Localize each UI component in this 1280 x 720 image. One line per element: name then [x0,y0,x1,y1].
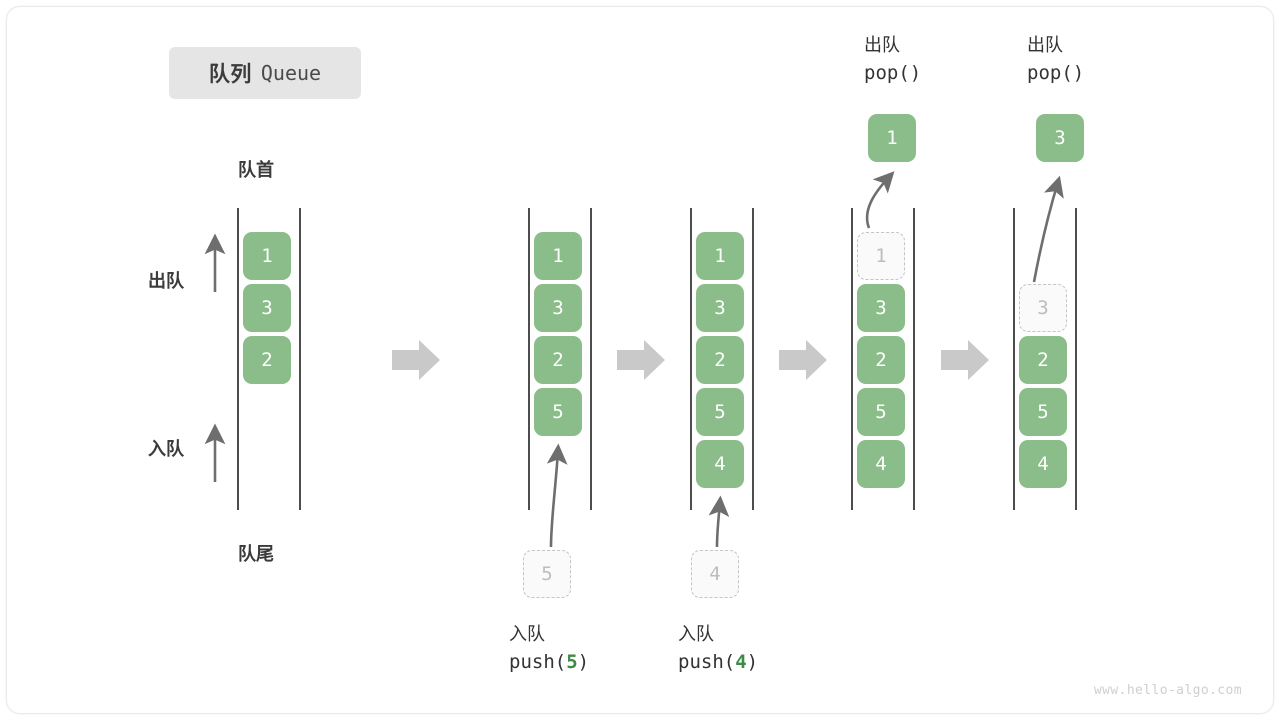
canvas-frame [6,6,1274,714]
popped-cell: 1 [868,114,916,162]
rail-left [237,208,239,510]
caption-pop-3: 出队 pop() [1027,31,1084,87]
caption-label-cn: 出队 [864,35,900,55]
rail-right [752,208,754,510]
caption-pop-1: 出队 pop() [864,31,921,87]
caption-label-code: pop() [1027,62,1085,84]
caption-label-code: push(5) [509,651,590,673]
title-label-en: Queue [260,61,322,85]
title-badge: 队列 Queue [169,47,361,99]
ghost-cell: 5 [523,550,571,598]
caption-label-cn: 出队 [1027,35,1063,55]
queue-cell: 2 [857,336,905,384]
queue-cell: 3 [243,284,291,332]
front-label: 队首 [238,160,274,180]
caption-label-code: push(4) [678,651,759,673]
queue-cell: 5 [1019,388,1067,436]
rail-left [851,208,853,510]
queue-cell: 3 [857,284,905,332]
rail-right [299,208,301,510]
queue-cell: 5 [696,388,744,436]
rail-right [913,208,915,510]
queue-cell: 3 [696,284,744,332]
queue-cell: 1 [534,232,582,280]
queue-cell: 1 [696,232,744,280]
queue-cell: 2 [696,336,744,384]
caption-label-cn: 入队 [678,624,714,644]
queue-cell: 4 [696,440,744,488]
queue-cell: 5 [534,388,582,436]
queue-cell: 4 [857,440,905,488]
queue-cell: 3 [534,284,582,332]
caption-push-4: 入队 push(4) [678,620,758,676]
rail-left [1013,208,1015,510]
dequeue-label: 出队 [148,271,184,291]
queue-cell: 2 [534,336,582,384]
ghost-cell: 4 [691,550,739,598]
queue-cell: 4 [1019,440,1067,488]
title-label-cn: 队列 [208,63,252,86]
rail-left [528,208,530,510]
rail-right [590,208,592,510]
ghost-cell: 3 [1019,284,1067,332]
ghost-cell: 1 [857,232,905,280]
queue-cell: 2 [243,336,291,384]
caption-push-5: 入队 push(5) [509,620,589,676]
watermark: www.hello-algo.com [1093,683,1242,698]
caption-label-cn: 入队 [509,624,545,644]
queue-cell: 2 [1019,336,1067,384]
rear-label: 队尾 [238,544,274,564]
rail-right [1075,208,1077,510]
caption-label-code: pop() [864,62,922,84]
rail-left [690,208,692,510]
queue-cell: 5 [857,388,905,436]
queue-cell: 1 [243,232,291,280]
enqueue-label: 入队 [148,439,184,459]
popped-cell: 3 [1036,114,1084,162]
